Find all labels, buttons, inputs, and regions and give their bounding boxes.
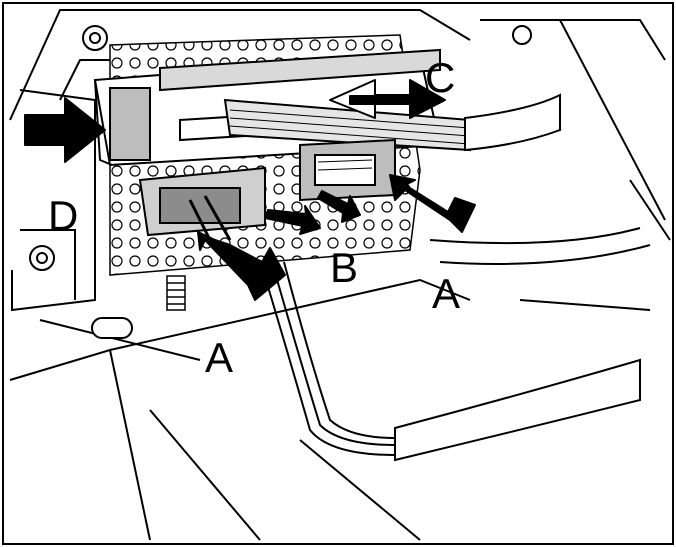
label-c: C [425, 54, 455, 101]
arrow-b-2 [317, 190, 361, 223]
standoff-bolt [166, 275, 186, 311]
label-a-left: A [205, 334, 233, 381]
arrow-a-left [197, 231, 286, 301]
arrow-c-outline [349, 79, 446, 119]
arrow-a-right [389, 174, 476, 233]
screw-holes [29, 25, 532, 339]
arrow-b-1 [264, 205, 321, 235]
mounting-bracket [9, 9, 671, 541]
lower-left-connector [138, 166, 266, 241]
arrow-d [24, 97, 106, 163]
lower-right-connector [299, 138, 396, 202]
label-d: D [48, 192, 78, 239]
label-b: B [330, 244, 358, 291]
upper-wire-bundle [223, 93, 561, 152]
arrows [24, 79, 476, 301]
label-a-right: A [432, 270, 460, 317]
lower-cable-harness [259, 227, 651, 462]
